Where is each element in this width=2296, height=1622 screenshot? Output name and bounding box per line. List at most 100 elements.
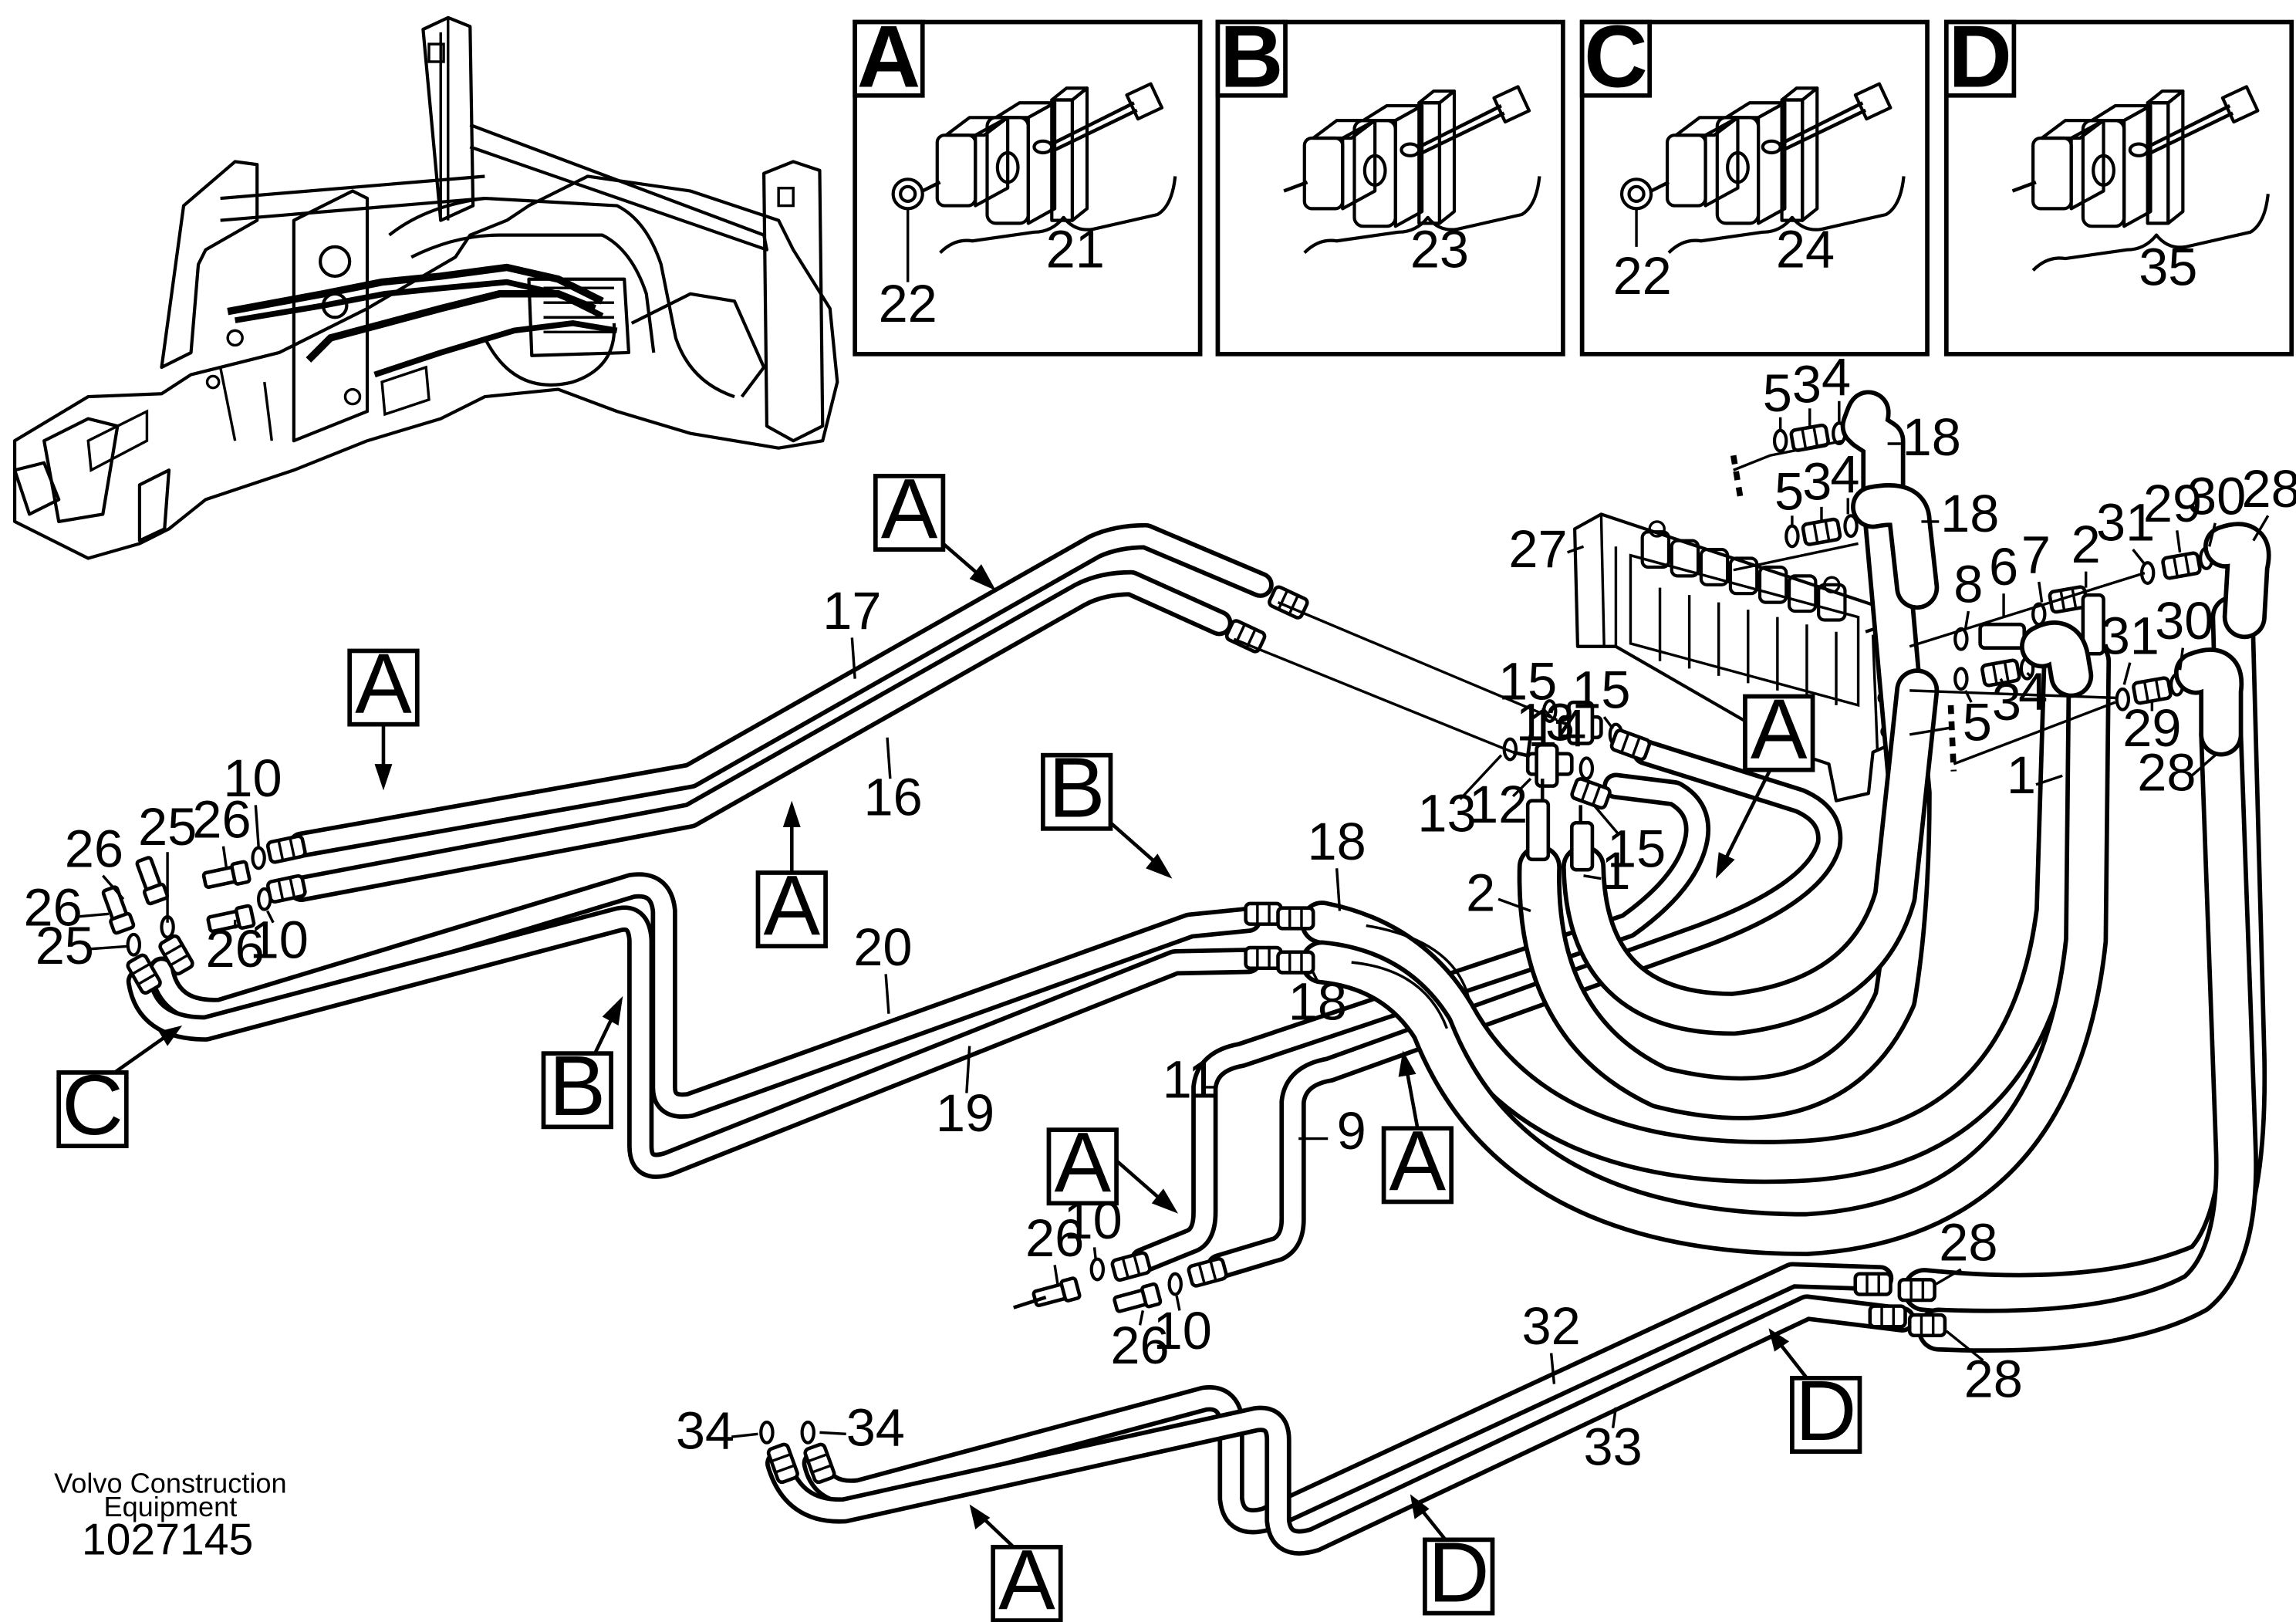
callout-a-lower-left: A [1046, 1115, 1179, 1214]
callout-b-lower: B [541, 995, 623, 1134]
steel-pipes [126, 522, 1916, 1556]
label-2-right: 2 [2071, 515, 2101, 574]
detail-view-d: D 35 [1943, 8, 2294, 357]
svg-text:A: A [355, 636, 412, 731]
detail-c-part-24: 24 [1776, 220, 1835, 279]
label-34-right: 34 [846, 1398, 905, 1458]
label-2-left: 2 [1466, 863, 1495, 922]
drawing-number: 1027145 [82, 1515, 253, 1564]
label-18-upper: 18 [1940, 484, 1999, 543]
label-34-left: 34 [676, 1401, 734, 1460]
callout-a-left: A [347, 636, 420, 791]
label-15-right: 15 [1572, 661, 1630, 720]
label-4-top: 4 [1822, 347, 1851, 407]
svg-text:A: A [1389, 1113, 1447, 1208]
detail-view-a: A 21 22 [853, 8, 1203, 357]
label-26-lower-bottom: 26 [1110, 1316, 1169, 1375]
label-30-right: 30 [2155, 591, 2213, 650]
section-callouts: A A A B B C [56, 461, 1862, 1622]
label-32: 32 [1522, 1296, 1581, 1356]
credit-line-2: Equipment [103, 1491, 237, 1522]
label-16: 16 [864, 768, 923, 827]
svg-text:C: C [62, 1058, 123, 1153]
label-26-bottom: 26 [206, 919, 265, 978]
label-31-right: 31 [2101, 606, 2159, 665]
label-3-mid: 3 [1802, 451, 1832, 511]
label-5-right: 5 [1963, 693, 1992, 752]
label-3-right: 3 [1992, 672, 2021, 732]
label-28-top: 28 [2241, 459, 2296, 519]
machine-frame-overview [12, 15, 839, 560]
label-5-mid: 5 [1774, 462, 1804, 522]
label-10-bottom: 10 [250, 910, 309, 969]
label-28-lower-top: 28 [1939, 1213, 1997, 1272]
label-18-top: 18 [1903, 407, 1961, 467]
label-10-top: 10 [223, 748, 282, 808]
label-26-lower-top: 26 [1025, 1208, 1084, 1268]
detail-view-c: C 24 22 [1579, 8, 1930, 357]
fittings [100, 390, 2271, 1483]
detail-c-part-22: 22 [1613, 246, 1672, 306]
label-1-right: 1 [2007, 745, 2036, 805]
detail-view-a-letter: A [857, 8, 921, 106]
label-25-top: 25 [138, 797, 197, 857]
flexible-hoses [1300, 477, 2267, 1353]
label-15-bottom: 15 [1607, 819, 1666, 878]
callout-a-mid: A [755, 800, 828, 953]
svg-text:A: A [998, 1532, 1055, 1622]
label-10-lower-top: 10 [1063, 1191, 1122, 1250]
label-3-top: 3 [1792, 355, 1822, 414]
label-14: 14 [1528, 698, 1586, 758]
label-15-top: 15 [1498, 651, 1557, 711]
label-13-top: 13 [1516, 693, 1575, 752]
callout-d-right: D [1768, 1328, 1862, 1458]
detail-b-part-23: 23 [1410, 220, 1469, 279]
label-4-right: 4 [2018, 662, 2048, 721]
label-26-left: 26 [23, 878, 82, 938]
label-17: 17 [822, 581, 881, 640]
detail-a-part-22: 22 [879, 274, 937, 333]
label-26-top: 26 [192, 789, 251, 849]
callout-c: C [56, 1025, 183, 1153]
label-29-top: 29 [2143, 474, 2202, 533]
label-6: 6 [1989, 537, 2018, 596]
label-9: 9 [1337, 1101, 1366, 1161]
label-26-left-top: 26 [65, 819, 123, 878]
label-27: 27 [1508, 519, 1567, 579]
detail-a-part-21: 21 [1046, 220, 1105, 279]
callout-b-upper: B [1041, 741, 1173, 879]
label-18-mid: 18 [1308, 812, 1366, 871]
svg-text:A: A [881, 461, 938, 556]
part-number-labels: 17 16 10 26 25 26 26 25 26 10 20 19 18 1… [23, 347, 2296, 1476]
label-25-left: 25 [35, 916, 94, 975]
label-18-lower: 18 [1288, 972, 1347, 1031]
label-10-lower-bottom: 10 [1153, 1301, 1212, 1360]
callout-a-right-upper: A [1715, 681, 1815, 879]
label-12: 12 [1469, 775, 1528, 834]
label-30-top: 30 [2187, 466, 2246, 525]
svg-text:A: A [763, 858, 820, 953]
svg-text:D: D [1428, 1525, 1490, 1620]
svg-text:A: A [1054, 1115, 1111, 1210]
label-31-top: 31 [2096, 493, 2155, 552]
svg-text:B: B [549, 1039, 606, 1134]
svg-text:A: A [1751, 681, 1808, 776]
callout-a-top: A [873, 461, 996, 591]
detail-d-part-35: 35 [2139, 237, 2197, 296]
label-1-left: 1 [1601, 841, 1630, 901]
label-8: 8 [1953, 555, 1983, 614]
callout-a-lower-right: A [1381, 1050, 1454, 1208]
label-19: 19 [936, 1083, 994, 1143]
label-4-mid: 4 [1830, 444, 1859, 504]
credit-line-1: Volvo Construction [54, 1467, 286, 1499]
callout-a-bottom: A [969, 1504, 1063, 1622]
svg-text:D: D [1795, 1363, 1857, 1458]
detail-view-b-letter: B [1220, 8, 1284, 106]
callout-d-bottom: D [1410, 1494, 1495, 1620]
label-5-top: 5 [1763, 363, 1792, 423]
label-20: 20 [853, 917, 912, 977]
label-28-lower-bottom: 28 [1964, 1350, 2023, 1409]
drawing-footer: Volvo Construction Equipment 1027145 [54, 1467, 286, 1564]
detail-view-c-letter: C [1584, 8, 1648, 106]
